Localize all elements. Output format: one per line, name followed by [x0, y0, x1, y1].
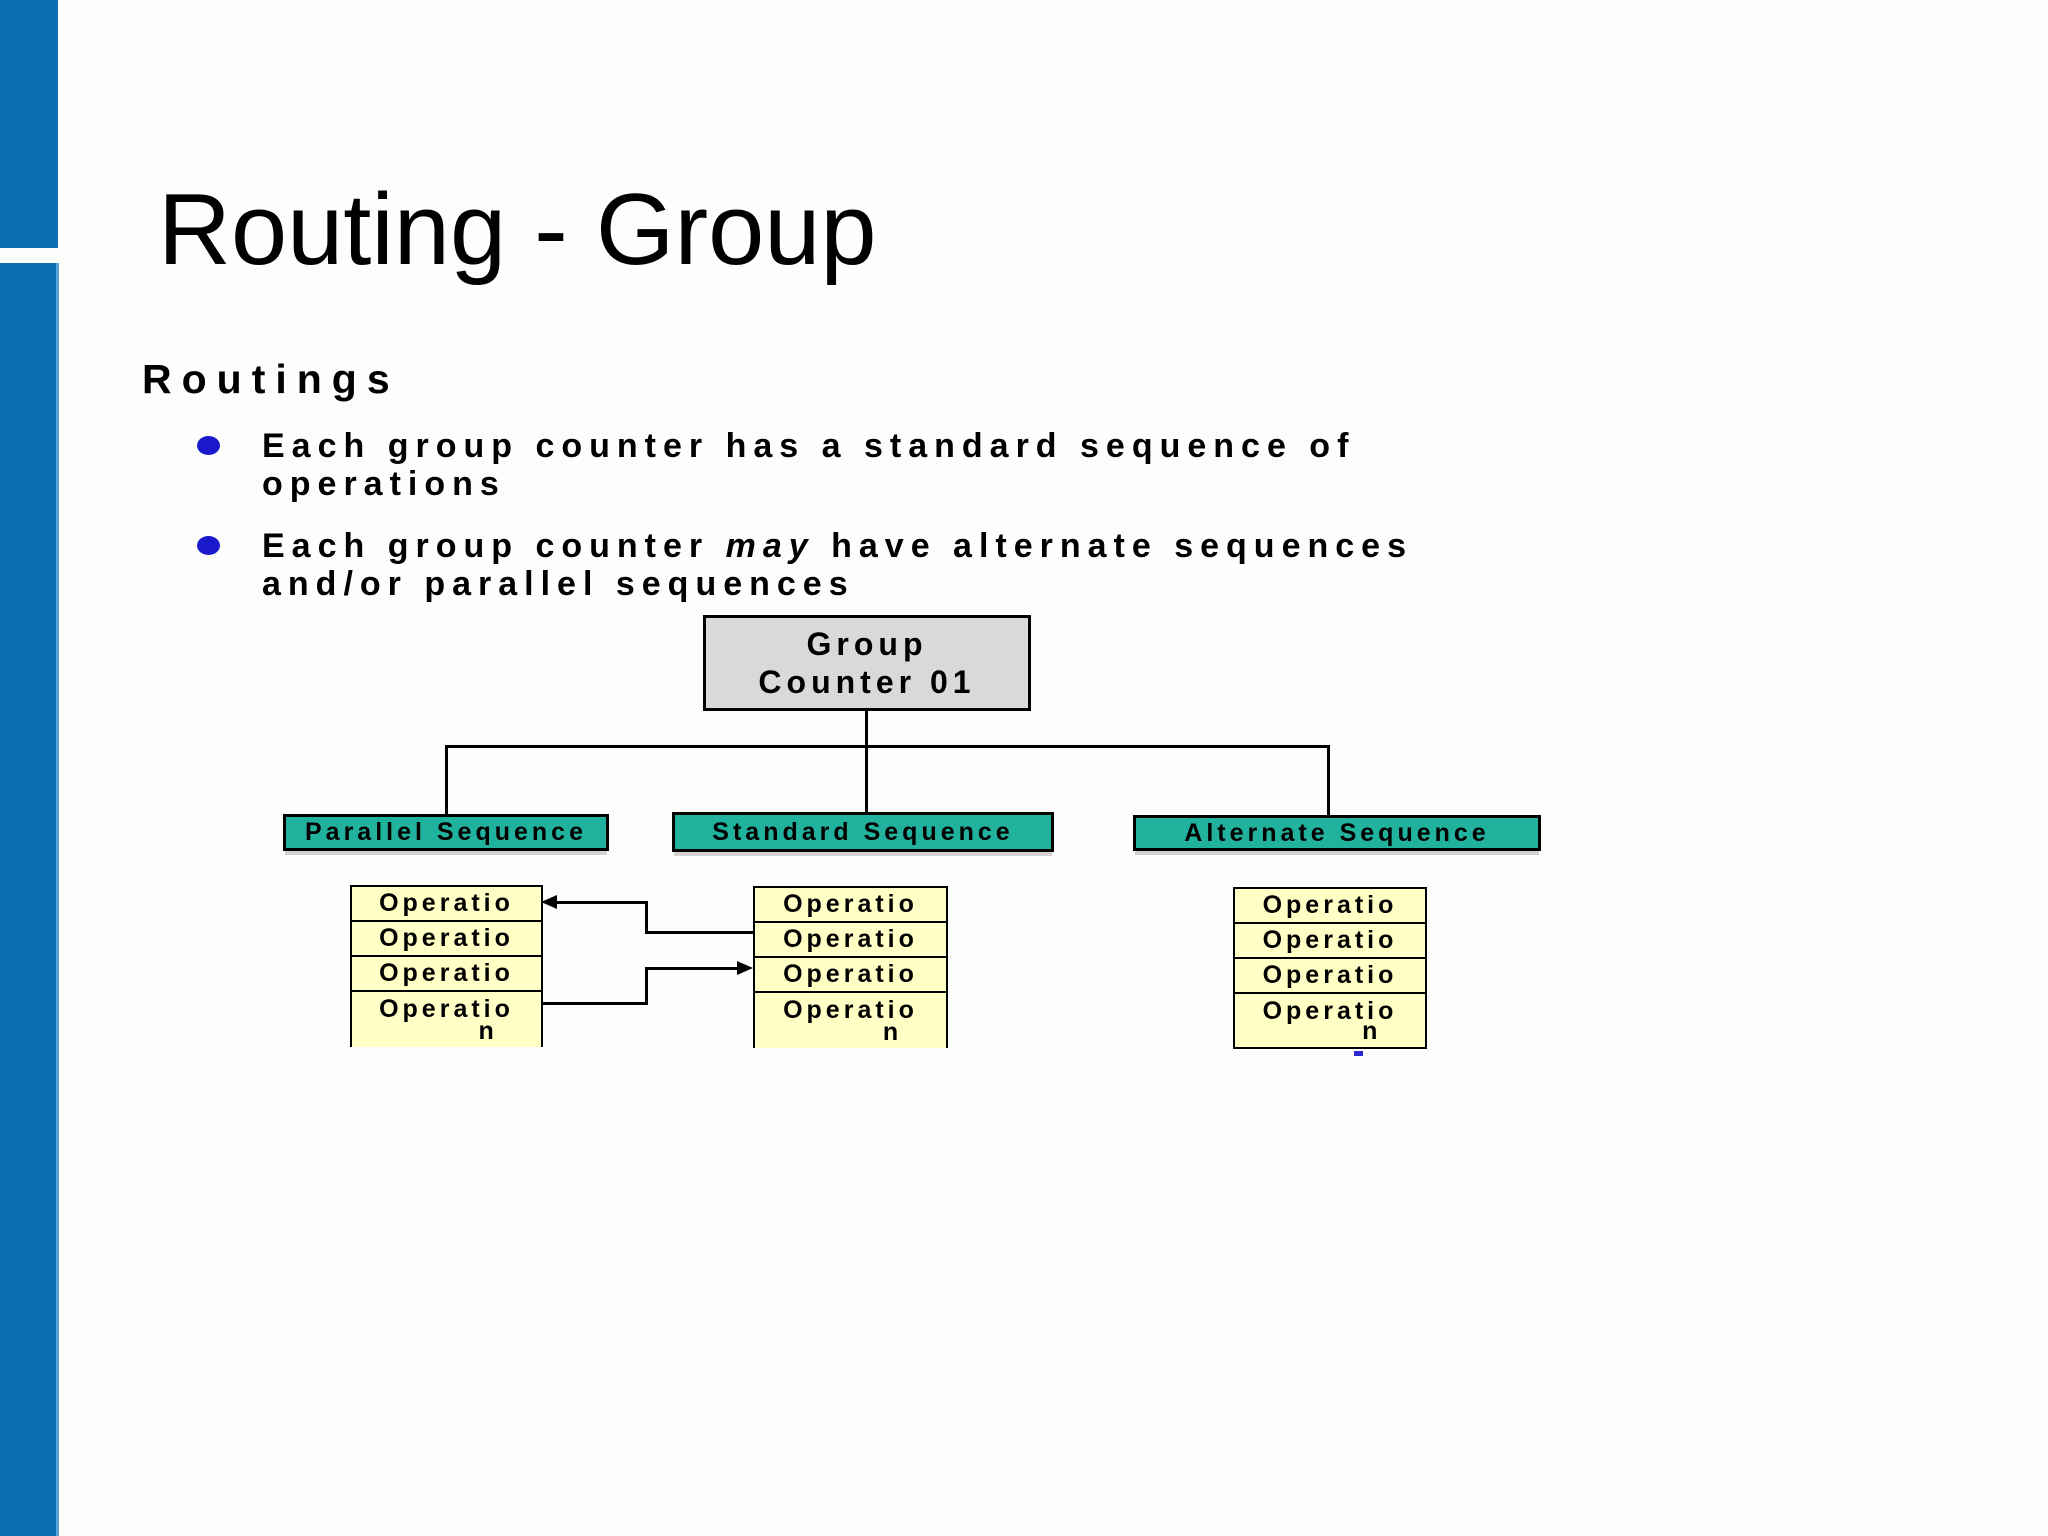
operation-label: Operatio	[379, 889, 514, 917]
accent-bar	[0, 0, 58, 1536]
operation-label: Operatio	[1262, 926, 1398, 954]
bullet-2-italic-word: may	[725, 527, 815, 565]
connector-parallel-vertical	[445, 745, 448, 815]
connector-standard-vertical	[865, 745, 868, 813]
group-counter-node: Group Counter 01	[703, 615, 1031, 711]
accent-bar-edge-highlight	[56, 263, 59, 1536]
operation-label: Operatio	[1262, 961, 1398, 989]
arrow-to-parallel-segment	[556, 901, 648, 904]
arrowhead-right-icon	[737, 961, 753, 975]
operation-label: Operatio	[1262, 891, 1398, 919]
bullet-item-1: Each group counter has a standard sequen…	[262, 427, 1355, 503]
operation-label: Operatio	[379, 924, 514, 952]
operation-box-last: Operatio n	[753, 991, 948, 1048]
operation-label: Operatio	[1262, 997, 1398, 1025]
arrow-to-standard-segment	[645, 967, 741, 970]
group-counter-line-2: Counter 01	[758, 664, 976, 700]
group-counter-line-1: Group	[806, 626, 928, 662]
operation-box: Operatio	[1233, 922, 1427, 959]
operation-box: Operatio	[1233, 887, 1427, 924]
operation-box: Operatio	[753, 921, 948, 958]
operation-stack-alternate: Operatio Operatio Operatio Operatio n	[1233, 887, 1427, 1049]
arrow-to-standard-segment	[645, 967, 648, 1005]
alternate-sequence-label: Alternate Sequence	[1184, 818, 1490, 847]
bullet-1-line-2: operations	[262, 465, 506, 503]
operation-wrap-char: n	[882, 1018, 903, 1046]
operation-box: Operatio	[350, 885, 543, 922]
standard-sequence-node: Standard Sequence	[672, 812, 1054, 852]
section-heading: Routings	[142, 356, 400, 402]
operation-label: Operatio	[783, 925, 918, 953]
operation-label: Operatio	[783, 960, 918, 988]
alternate-sequence-node: Alternate Sequence	[1133, 815, 1541, 851]
bullet-1-line-1: Each group counter has a standard sequen…	[262, 427, 1356, 465]
bullet-icon	[197, 536, 220, 555]
operation-box: Operatio	[1233, 957, 1427, 994]
operation-wrap-char: n	[478, 1017, 498, 1045]
operation-wrap-char: n	[1362, 1017, 1382, 1045]
bullet-2-line-1-post: have alternate sequences	[814, 527, 1413, 565]
operation-stack-standard: Operatio Operatio Operatio Operatio n	[753, 886, 948, 1048]
parallel-sequence-node: Parallel Sequence	[283, 814, 609, 851]
operation-box-last: Operatio n	[350, 990, 543, 1047]
arrowhead-left-icon	[541, 895, 557, 909]
operation-label: Operatio	[783, 996, 918, 1024]
connector-alternate-vertical	[1327, 745, 1330, 816]
operation-label: Operatio	[783, 890, 918, 918]
operation-box: Operatio	[753, 956, 948, 993]
operation-box: Operatio	[350, 955, 543, 992]
operation-label: Operatio	[379, 959, 514, 987]
operation-label: Operatio	[379, 995, 514, 1023]
connector-root-vertical	[865, 710, 868, 748]
blue-dash-artifact	[1354, 1051, 1363, 1056]
operation-box: Operatio	[350, 920, 543, 957]
standard-sequence-label: Standard Sequence	[712, 817, 1014, 846]
arrow-to-parallel-segment	[645, 901, 648, 934]
accent-bar-gap	[0, 248, 58, 263]
slide-title: Routing - Group	[158, 174, 877, 286]
bullet-item-2: Each group counter may have alternate se…	[262, 527, 1413, 603]
operation-stack-parallel: Operatio Operatio Operatio Operatio n	[350, 885, 543, 1047]
arrow-to-standard-segment	[542, 1002, 648, 1005]
connector-horizontal	[445, 745, 1330, 748]
parallel-sequence-label: Parallel Sequence	[304, 818, 587, 846]
bullet-2-line-1-pre: Each group counter	[262, 527, 726, 565]
operation-box: Operatio	[753, 886, 948, 923]
operation-box-last: Operatio n	[1233, 992, 1427, 1049]
bullet-2-line-2: and/or parallel sequences	[262, 565, 855, 603]
bullet-icon	[197, 436, 220, 455]
arrow-to-parallel-segment	[645, 931, 753, 934]
